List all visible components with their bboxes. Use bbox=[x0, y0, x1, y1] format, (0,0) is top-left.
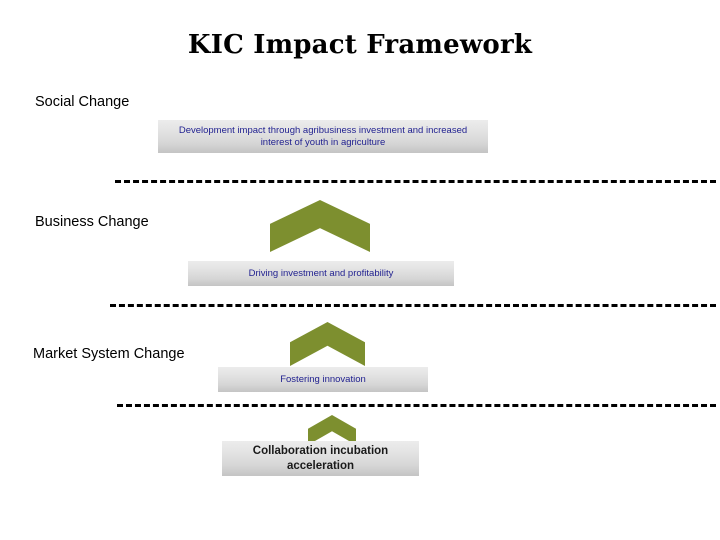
up-chevron-icon-business-to-social bbox=[270, 200, 370, 252]
box-foundation-text: Collaboration incubation acceleration bbox=[252, 445, 389, 472]
box-social-outcome-text: Development impact through agribusiness … bbox=[178, 124, 468, 148]
box-business-outcome[interactable]: Driving investment and profitability bbox=[188, 261, 454, 286]
page-title: KIC Impact Framework bbox=[187, 30, 533, 60]
tier-label-business-change: Business Change bbox=[35, 214, 149, 230]
box-business-outcome-text: Driving investment and profitability bbox=[248, 267, 394, 279]
tier-label-market-system-change: Market System Change bbox=[33, 346, 185, 362]
divider-social bbox=[115, 180, 716, 183]
box-social-outcome[interactable]: Development impact through agribusiness … bbox=[158, 120, 488, 153]
divider-market bbox=[117, 404, 716, 407]
box-market-outcome[interactable]: Fostering innovation bbox=[218, 367, 428, 392]
tier-label-social-change: Social Change bbox=[35, 94, 130, 110]
up-chevron-icon-market-to-business bbox=[290, 322, 365, 366]
divider-business bbox=[110, 304, 716, 307]
box-market-outcome-text: Fostering innovation bbox=[280, 373, 366, 385]
box-foundation[interactable]: Collaboration incubation acceleration bbox=[222, 441, 419, 476]
